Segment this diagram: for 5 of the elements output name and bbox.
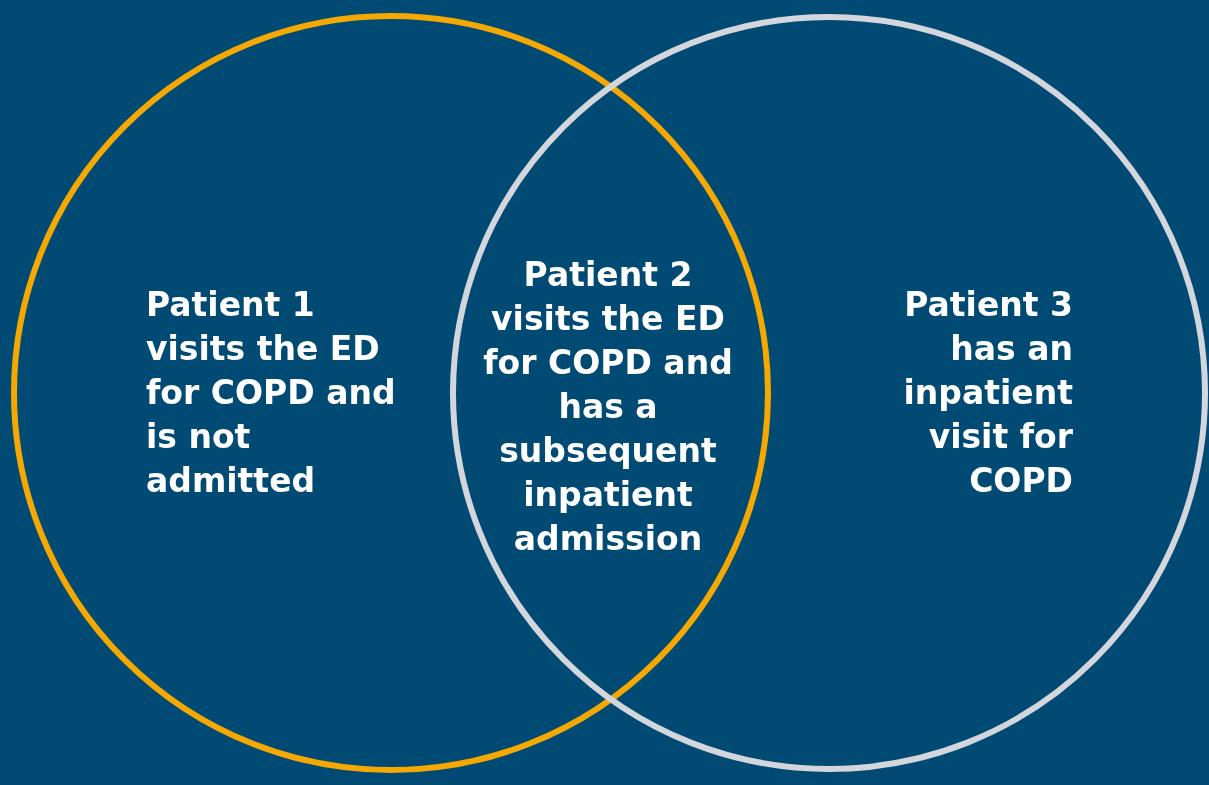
circle-label: Patient 3 has an inpatient visit for COPD	[902, 284, 1073, 502]
circle-label: Patient 1 visits the ED for COPD and is not admitted	[146, 284, 397, 502]
overlap-label: Patient 2 visits the ED for COPD and has a subsequent inpatient admission	[482, 254, 734, 560]
venn-circle	[11, 13, 771, 773]
venn-circle	[450, 14, 1208, 772]
